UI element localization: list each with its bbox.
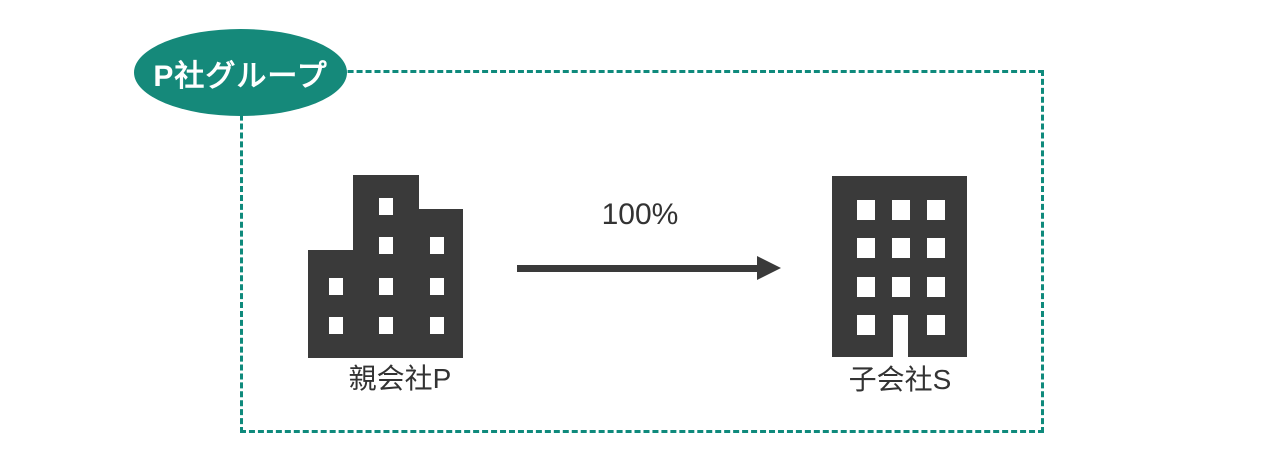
group-badge-label: P社グループ xyxy=(153,59,328,93)
parent-company-label: 親会社P xyxy=(348,363,452,394)
group-boundary-box xyxy=(240,70,1044,433)
group-badge: P社グループ xyxy=(134,29,347,116)
subsidiary-company-node xyxy=(832,176,967,362)
subsidiary-company-label: 子会社S xyxy=(848,364,952,395)
ownership-percentage-label: 100% xyxy=(601,198,679,231)
office-building-icon xyxy=(308,175,463,362)
office-building-icon xyxy=(832,176,967,361)
ownership-arrow-icon xyxy=(517,248,781,293)
parent-company-node xyxy=(308,175,463,363)
